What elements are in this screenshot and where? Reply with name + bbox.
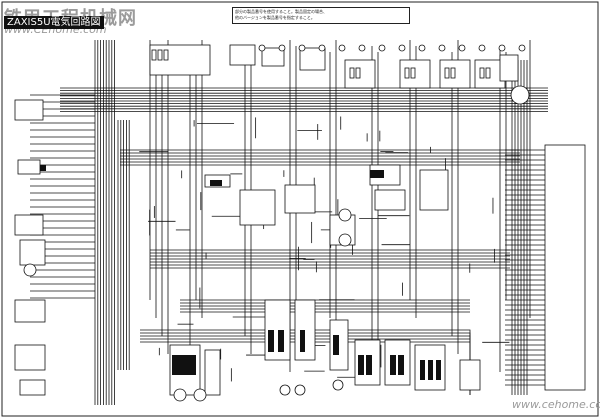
connector-block	[436, 360, 441, 380]
connector-block	[40, 165, 46, 171]
sensor-symbols	[23, 44, 530, 402]
component-box	[17, 159, 41, 175]
terminal-circle	[458, 44, 466, 52]
terminal-circle	[298, 44, 306, 52]
component-box	[239, 189, 276, 226]
terminal-circle	[418, 44, 426, 52]
sensor-circle	[338, 208, 352, 222]
connector-block	[398, 355, 404, 375]
component-box	[419, 169, 449, 211]
pin-block	[410, 67, 416, 79]
pin-block	[485, 67, 491, 79]
watermark-bottom-url: www.cehome.com	[512, 398, 600, 411]
connector-block	[210, 180, 222, 186]
connector-block	[358, 355, 364, 375]
terminal-circle	[518, 44, 526, 52]
component-box	[261, 47, 285, 67]
connector-block	[333, 335, 339, 355]
connector-block	[390, 355, 396, 375]
component-box	[14, 299, 46, 323]
sensor-circle	[510, 85, 530, 105]
sensor-circle	[332, 379, 344, 391]
sensor-circle	[173, 388, 187, 402]
component-boxes	[14, 44, 586, 396]
connector-block	[370, 170, 384, 178]
pin-block	[479, 67, 485, 79]
component-box	[459, 359, 481, 391]
notes-box: 部分の製品番号を使用すること。製品固定の場合、 他のバージョンを製品番号を指定す…	[232, 7, 410, 24]
component-box	[284, 184, 316, 214]
connector-column	[544, 144, 586, 391]
terminal-circle	[358, 44, 366, 52]
component-box	[14, 214, 44, 236]
pin-block	[404, 67, 410, 79]
component-box	[14, 99, 44, 121]
sensor-circle	[279, 384, 291, 396]
terminal-circle	[398, 44, 406, 52]
sensor-circle	[193, 388, 207, 402]
component-box	[384, 339, 411, 386]
sensor-circle	[338, 233, 352, 247]
connector-block	[172, 355, 180, 375]
terminal-circle	[438, 44, 446, 52]
component-box	[499, 54, 519, 82]
component-box	[204, 349, 221, 396]
component-box	[14, 344, 46, 371]
pin-block	[444, 67, 450, 79]
connector-block	[428, 360, 433, 380]
pin-block	[163, 49, 169, 61]
sensor-circle	[23, 263, 37, 277]
terminal-circle	[318, 44, 326, 52]
connector-block	[180, 355, 188, 375]
connector-block	[366, 355, 372, 375]
pin-block	[151, 49, 157, 61]
component-box	[229, 44, 256, 66]
component-box	[19, 379, 46, 396]
component-box	[19, 239, 46, 266]
note-line: 他のバージョンを製品番号を指定すること。	[235, 14, 315, 20]
terminal-circle	[338, 44, 346, 52]
terminal-circle	[378, 44, 386, 52]
component-box	[299, 47, 326, 71]
diagram-title: ZAXIS5U電気回路図	[4, 16, 104, 29]
pin-block	[450, 67, 456, 79]
pin-block	[349, 67, 355, 79]
connector-blocks	[40, 165, 441, 380]
sensor-circle	[294, 384, 306, 396]
connector-block	[420, 360, 425, 380]
pin-block	[157, 49, 163, 61]
terminal-circle	[498, 44, 506, 52]
connector-block	[278, 330, 284, 352]
connector-block	[300, 330, 305, 352]
pin-block	[355, 67, 361, 79]
terminal-circle	[478, 44, 486, 52]
note-line: 部分の製品番号を使用すること。製品固定の場合、	[235, 9, 327, 14]
component-box	[374, 189, 406, 211]
terminal-circle	[278, 44, 286, 52]
connector-block	[188, 355, 196, 375]
connector-block	[268, 330, 274, 352]
terminal-circle	[258, 44, 266, 52]
